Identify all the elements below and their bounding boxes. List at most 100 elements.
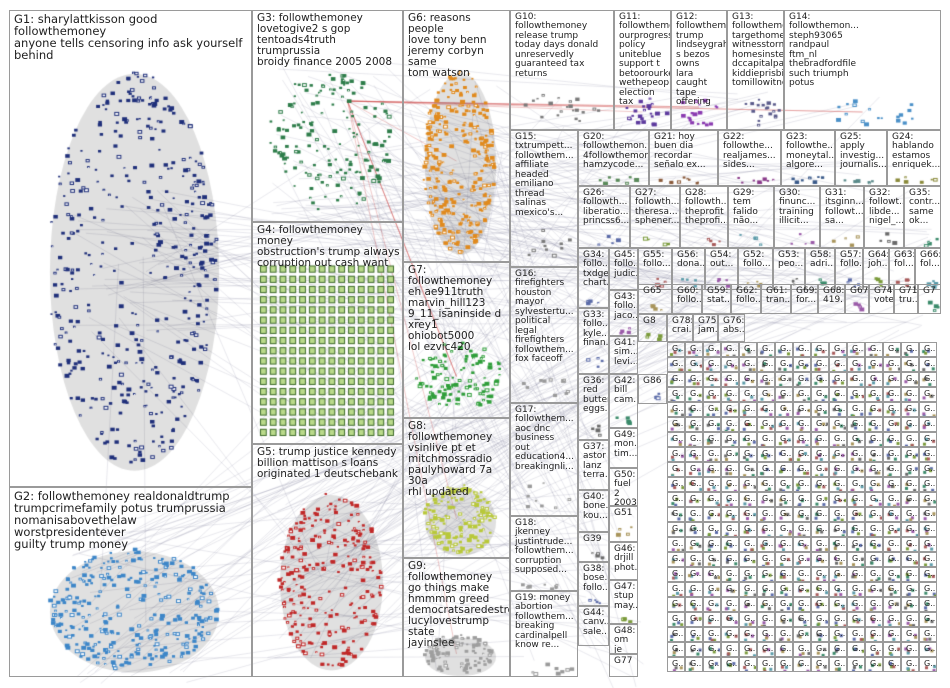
- tiny-group[interactable]: G...: [757, 417, 775, 432]
- tiny-group[interactable]: G...: [703, 432, 721, 447]
- group-g29[interactable]: G29: tem falido não...: [728, 186, 774, 248]
- tiny-group[interactable]: G...: [757, 582, 775, 597]
- tiny-group[interactable]: G...: [811, 552, 829, 567]
- group-g71[interactable]: G71: tru...: [894, 284, 918, 314]
- tiny-group[interactable]: G...: [919, 417, 937, 432]
- group-g30[interactable]: G30: finunc... training illicit...: [774, 186, 820, 248]
- tiny-group[interactable]: G...: [919, 537, 937, 552]
- tiny-group[interactable]: G...: [865, 387, 883, 402]
- group-g8[interactable]: G8: followthemoney vsinlive pt et mitchm…: [403, 418, 510, 558]
- tiny-group[interactable]: G...: [829, 462, 847, 477]
- tiny-group[interactable]: G...: [829, 447, 847, 462]
- tiny-group[interactable]: G...: [865, 582, 883, 597]
- tiny-group[interactable]: G...: [703, 627, 721, 642]
- tiny-group[interactable]: G...: [739, 657, 757, 672]
- tiny-group[interactable]: G...: [793, 372, 811, 387]
- tiny-group[interactable]: G...: [739, 492, 757, 507]
- group-g17[interactable]: G17: followthem... aoc dnc business out …: [510, 403, 578, 516]
- tiny-group[interactable]: G...: [883, 417, 901, 432]
- tiny-group[interactable]: G...: [775, 462, 793, 477]
- tiny-group[interactable]: G...: [847, 417, 865, 432]
- tiny-group[interactable]: G...: [847, 342, 865, 357]
- tiny-group[interactable]: G...: [919, 552, 937, 567]
- group-g1[interactable]: G1: sharylattkisson good followthemoney …: [9, 10, 252, 487]
- tiny-group[interactable]: G...: [721, 567, 739, 582]
- group-g69[interactable]: G69: for...: [791, 284, 818, 314]
- tiny-group[interactable]: G...: [775, 492, 793, 507]
- tiny-group[interactable]: G...: [919, 657, 937, 672]
- tiny-group[interactable]: G...: [703, 447, 721, 462]
- tiny-group[interactable]: G...: [919, 627, 937, 642]
- tiny-group[interactable]: G...: [829, 387, 847, 402]
- tiny-group[interactable]: G...: [901, 432, 919, 447]
- group-g33[interactable]: G33: follo... kyle... finan...: [578, 308, 609, 374]
- tiny-group[interactable]: G...: [685, 522, 703, 537]
- tiny-group[interactable]: G...: [883, 597, 901, 612]
- group-g46[interactable]: G46: drjill phot...: [609, 542, 638, 580]
- tiny-group[interactable]: G...: [685, 537, 703, 552]
- tiny-group[interactable]: G...: [793, 417, 811, 432]
- tiny-group[interactable]: G...: [685, 492, 703, 507]
- group-g18[interactable]: G18: jkenney justintrude... followthem..…: [510, 516, 578, 591]
- tiny-group[interactable]: G...: [919, 342, 937, 357]
- tiny-group[interactable]: G...: [757, 567, 775, 582]
- tiny-group[interactable]: G...: [757, 432, 775, 447]
- tiny-group[interactable]: G...: [721, 372, 739, 387]
- tiny-group[interactable]: G...: [811, 417, 829, 432]
- tiny-group[interactable]: G...: [775, 372, 793, 387]
- group-g63[interactable]: G63: fol...: [889, 248, 915, 290]
- tiny-group[interactable]: G...: [901, 342, 919, 357]
- tiny-group[interactable]: G...: [883, 522, 901, 537]
- tiny-group[interactable]: G...: [865, 567, 883, 582]
- tiny-group[interactable]: G...: [793, 612, 811, 627]
- tiny-group[interactable]: G...: [721, 492, 739, 507]
- tiny-group[interactable]: G...: [829, 627, 847, 642]
- group-g37[interactable]: G37: astor lanz terra...: [578, 440, 609, 490]
- tiny-group[interactable]: G...: [775, 342, 793, 357]
- tiny-group[interactable]: G...: [739, 417, 757, 432]
- tiny-group[interactable]: G...: [829, 552, 847, 567]
- tiny-group[interactable]: G...: [865, 537, 883, 552]
- tiny-group[interactable]: G...: [829, 432, 847, 447]
- tiny-group[interactable]: G...: [721, 477, 739, 492]
- tiny-group[interactable]: G...: [883, 492, 901, 507]
- tiny-group[interactable]: G...: [865, 612, 883, 627]
- tiny-group[interactable]: G...: [901, 387, 919, 402]
- tiny-group[interactable]: G...: [775, 537, 793, 552]
- tiny-group[interactable]: G...: [667, 657, 685, 672]
- tiny-group[interactable]: G...: [901, 657, 919, 672]
- tiny-group[interactable]: G...: [901, 402, 919, 417]
- tiny-group[interactable]: G...: [721, 342, 739, 357]
- tiny-group[interactable]: G...: [793, 627, 811, 642]
- tiny-group[interactable]: G...: [829, 612, 847, 627]
- tiny-group[interactable]: G...: [901, 462, 919, 477]
- tiny-group[interactable]: G...: [739, 447, 757, 462]
- tiny-group[interactable]: G...: [811, 402, 829, 417]
- tiny-group[interactable]: G...: [901, 642, 919, 657]
- tiny-group[interactable]: G...: [685, 342, 703, 357]
- tiny-group[interactable]: G...: [685, 597, 703, 612]
- tiny-group[interactable]: G...: [919, 357, 937, 372]
- group-g2[interactable]: G2: followthemoney realdonaldtrump trump…: [9, 487, 252, 677]
- tiny-group[interactable]: G...: [757, 462, 775, 477]
- tiny-group[interactable]: G...: [865, 522, 883, 537]
- tiny-group[interactable]: G...: [793, 492, 811, 507]
- tiny-group[interactable]: G...: [847, 567, 865, 582]
- group-g74[interactable]: G74: vote...: [869, 284, 894, 314]
- tiny-group[interactable]: G...: [775, 357, 793, 372]
- tiny-group[interactable]: G...: [793, 342, 811, 357]
- tiny-group[interactable]: G...: [739, 567, 757, 582]
- tiny-group[interactable]: G...: [739, 477, 757, 492]
- tiny-group[interactable]: G...: [667, 462, 685, 477]
- tiny-group[interactable]: G...: [739, 597, 757, 612]
- tiny-group[interactable]: G...: [883, 657, 901, 672]
- tiny-group[interactable]: G...: [667, 597, 685, 612]
- tiny-group[interactable]: G...: [739, 582, 757, 597]
- group-g50[interactable]: G50: fuel 2 2003...: [609, 468, 638, 506]
- tiny-group[interactable]: G...: [721, 447, 739, 462]
- tiny-group[interactable]: G...: [739, 387, 757, 402]
- tiny-group[interactable]: G...: [883, 357, 901, 372]
- tiny-group[interactable]: G...: [901, 357, 919, 372]
- group-g53[interactable]: G53: peo...: [773, 248, 805, 290]
- tiny-group[interactable]: G...: [883, 552, 901, 567]
